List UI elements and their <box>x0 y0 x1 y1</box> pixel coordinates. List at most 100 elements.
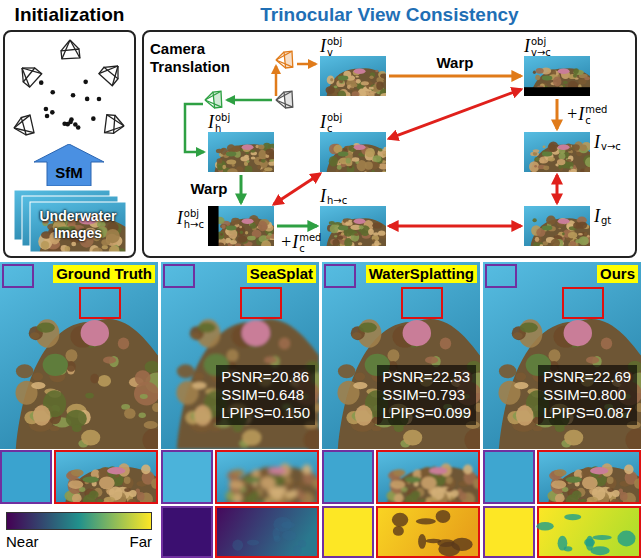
wire-line <box>227 99 272 102</box>
coral-shape <box>285 476 292 483</box>
image-label: Ih→c <box>320 186 347 206</box>
image-region <box>377 451 479 503</box>
shape-path <box>185 104 204 152</box>
coral-shape <box>242 320 270 346</box>
image-label: Iobjh <box>208 112 230 134</box>
coral-shape <box>558 144 570 150</box>
coral-shape <box>352 91 360 96</box>
coral-shape <box>71 469 84 476</box>
coral-shape <box>273 528 280 541</box>
coral-shape <box>516 373 527 381</box>
coral-shape <box>211 426 221 431</box>
coral-shape <box>601 338 612 350</box>
shape-group <box>98 60 125 87</box>
wire-line <box>276 91 292 100</box>
image-region <box>486 265 516 287</box>
ground-truth-render: Ground Truth <box>0 262 158 449</box>
coral-shape <box>226 159 236 164</box>
illustration <box>320 132 386 172</box>
coral-shape <box>264 356 277 363</box>
point-dot <box>73 122 78 127</box>
coral-shape <box>380 93 386 96</box>
coral-shape <box>351 157 359 161</box>
arrow-shape <box>34 144 104 186</box>
coral-shape <box>354 218 366 224</box>
coral-shape <box>232 469 245 476</box>
coral-shape <box>421 476 437 489</box>
metric-text: PSNR=22.53 <box>382 368 471 386</box>
coral-shape <box>336 169 339 172</box>
image-region <box>208 206 219 246</box>
shape-group <box>337 319 480 449</box>
coral-shape <box>514 382 528 389</box>
illustration <box>30 202 126 252</box>
coral-shape <box>612 490 619 497</box>
image-region <box>3 265 33 287</box>
coral-shape <box>240 230 243 234</box>
coral-shape <box>573 74 577 78</box>
coral-shape <box>194 373 205 381</box>
superscript-text: obj <box>327 36 342 47</box>
coral-shape <box>124 488 130 492</box>
coral-shape <box>330 225 339 234</box>
script-stack: objv→c <box>531 36 551 58</box>
script-stack: v→c <box>601 132 621 152</box>
flow-arrow <box>389 75 521 78</box>
coral-shape <box>83 476 99 482</box>
coral-shape <box>625 429 641 449</box>
coral-shape <box>258 145 264 150</box>
coral-shape <box>338 152 349 157</box>
image-region <box>320 56 386 96</box>
coral-shape <box>516 405 533 426</box>
subscript-text: c <box>327 123 342 134</box>
coral-shape <box>551 239 560 246</box>
shape-path <box>16 319 158 449</box>
coral-shape <box>533 149 540 152</box>
coral-shape <box>554 469 567 476</box>
formula: Iobjc <box>320 112 342 134</box>
coral-shape <box>16 364 33 378</box>
illustration <box>524 132 590 172</box>
coral-shape <box>244 476 260 482</box>
coral-shape <box>553 76 562 86</box>
coral-shape <box>564 514 581 520</box>
subscript-text: v <box>327 47 342 58</box>
coral-shape <box>269 159 274 161</box>
coral-shape <box>599 478 607 483</box>
point-dot <box>45 114 50 119</box>
coral-shape <box>326 86 335 94</box>
edge-label: Warp <box>189 180 230 198</box>
shape-group <box>276 51 293 68</box>
metric-text: LPIPS=0.099 <box>382 404 471 422</box>
coral-shape <box>438 478 446 483</box>
coral-shape <box>390 480 405 489</box>
coral-shape <box>258 221 268 231</box>
coral-shape <box>81 320 109 346</box>
coral-shape <box>30 332 40 339</box>
coral-shape <box>144 421 158 429</box>
coral-shape <box>247 160 250 163</box>
shape-path <box>327 144 386 172</box>
coral-shape <box>607 476 614 483</box>
coral-shape <box>383 151 386 154</box>
superscript-text: med <box>585 104 607 115</box>
center-image: Iobjc <box>320 132 386 172</box>
image-region <box>55 451 157 503</box>
image-region <box>30 202 126 252</box>
coral-shape <box>372 426 382 431</box>
coral-shape <box>353 382 367 389</box>
coral-shape <box>535 237 539 242</box>
coral-shape <box>533 71 536 74</box>
coral-shape <box>338 226 349 231</box>
coral-shape <box>570 169 577 172</box>
coral-shape <box>534 157 539 162</box>
illustration <box>216 451 321 509</box>
shape-group <box>276 91 293 108</box>
coral-shape <box>68 480 83 489</box>
subscript-text: gt <box>601 215 611 226</box>
coral-shape <box>329 221 335 225</box>
coral-shape <box>50 426 60 431</box>
wire-line <box>275 66 278 96</box>
coral-shape <box>330 78 333 82</box>
coral-shape <box>298 540 306 548</box>
